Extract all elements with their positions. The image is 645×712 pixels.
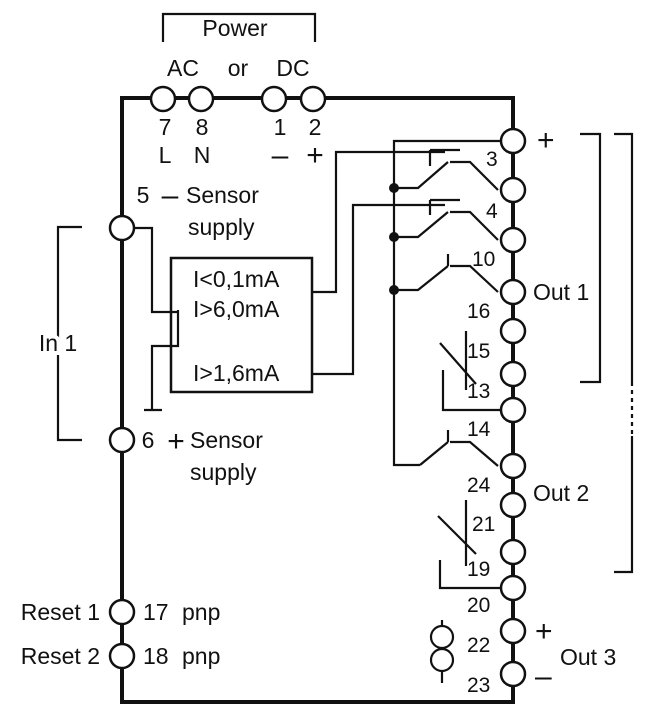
terminal-17-number: 17 bbox=[143, 599, 169, 625]
terminal-6-sign: + bbox=[167, 425, 185, 458]
label-19: 19 bbox=[467, 558, 490, 581]
pnp-1-label: pnp bbox=[182, 599, 220, 625]
terminal-13 bbox=[499, 360, 527, 388]
terminal-7-sub: L bbox=[159, 142, 172, 168]
label-14: 14 bbox=[467, 418, 491, 441]
box-wire-2 bbox=[312, 203, 445, 376]
box-wire-1 bbox=[312, 150, 445, 294]
terminal-1-number: 1 bbox=[274, 114, 287, 140]
terminal-10-16 bbox=[499, 278, 527, 306]
terminal-18 bbox=[108, 642, 136, 670]
terminal-1-sign: – bbox=[272, 139, 289, 172]
contact-24 bbox=[419, 430, 499, 467]
label-16: 16 bbox=[467, 300, 490, 323]
threshold-3: I>1,6mA bbox=[193, 360, 280, 386]
terminal-7-number: 7 bbox=[159, 114, 172, 140]
input-label: In 1 bbox=[39, 330, 77, 356]
terminal-5-number: 5 bbox=[137, 182, 150, 208]
input-bracket bbox=[56, 225, 82, 442]
terminal-6-label-2: supply bbox=[190, 459, 257, 485]
contact-3 bbox=[394, 148, 499, 191]
contact-15-13 bbox=[439, 331, 477, 390]
terminal-2-sign: + bbox=[306, 139, 324, 172]
outer-bracket-bottom bbox=[614, 436, 634, 574]
label-4: 4 bbox=[486, 200, 498, 223]
power-title: Power bbox=[202, 15, 268, 41]
label-24: 24 bbox=[467, 474, 491, 497]
sensor-wire-element bbox=[150, 310, 180, 410]
terminal-21 bbox=[499, 491, 527, 519]
terminal-23 bbox=[499, 660, 527, 688]
out3-plus-sign: + bbox=[535, 615, 553, 648]
power-or-label: or bbox=[228, 55, 249, 81]
out3-label: Out 3 bbox=[560, 644, 616, 670]
terminal-17 bbox=[108, 598, 136, 626]
label-3: 3 bbox=[486, 148, 498, 171]
terminal-5-label-1: Sensor bbox=[186, 182, 259, 208]
terminal-8-sub: N bbox=[194, 142, 211, 168]
terminal-24 bbox=[499, 452, 527, 480]
terminal-18-number: 18 bbox=[143, 643, 169, 669]
label-22: 22 bbox=[467, 634, 490, 657]
contact-4 bbox=[394, 198, 499, 241]
terminal-8 bbox=[187, 85, 215, 113]
terminal-3 bbox=[499, 176, 527, 204]
contact-20 bbox=[438, 560, 500, 590]
threshold-2: I>6,0mA bbox=[193, 296, 280, 322]
plus-top-sign: + bbox=[537, 124, 555, 157]
label-10: 10 bbox=[472, 248, 495, 271]
reset-1-label: Reset 1 bbox=[21, 599, 100, 625]
power-ac-label: AC bbox=[167, 55, 199, 81]
label-23: 23 bbox=[467, 674, 490, 697]
power-dc-label: DC bbox=[276, 55, 309, 81]
plus-bus bbox=[392, 139, 500, 467]
terminal-6-label-1: Sensor bbox=[190, 427, 263, 453]
contact-10 bbox=[394, 254, 499, 293]
sensor-wire-5 bbox=[134, 226, 178, 314]
terminal-7 bbox=[149, 85, 177, 113]
threshold-1: I<0,1mA bbox=[193, 266, 280, 292]
terminal-14 bbox=[499, 396, 527, 424]
current-source-symbol bbox=[429, 620, 455, 683]
label-13: 13 bbox=[467, 380, 490, 403]
out2-label: Out 2 bbox=[533, 480, 589, 506]
terminal-5 bbox=[108, 214, 136, 242]
outer-bracket-top bbox=[614, 132, 634, 382]
terminal-6 bbox=[108, 426, 136, 454]
terminal-15 bbox=[499, 317, 527, 345]
terminal-6-number: 6 bbox=[142, 427, 155, 453]
terminal-4 bbox=[499, 226, 527, 254]
terminal-8-number: 8 bbox=[196, 114, 209, 140]
terminal-5-sign: – bbox=[162, 179, 179, 212]
reset-2-label: Reset 2 bbox=[21, 643, 100, 669]
label-21: 21 bbox=[472, 513, 495, 536]
contact-21-19 bbox=[437, 500, 477, 566]
terminal-19 bbox=[499, 538, 527, 566]
terminal-1 bbox=[260, 85, 288, 113]
label-15: 15 bbox=[467, 340, 490, 363]
terminal-2 bbox=[299, 85, 327, 113]
pnp-2-label: pnp bbox=[182, 643, 220, 669]
out3-minus-sign: – bbox=[535, 660, 552, 693]
contact-14 bbox=[441, 370, 500, 412]
terminal-5-label-2: supply bbox=[188, 214, 255, 240]
threshold-box bbox=[169, 256, 314, 394]
device-housing bbox=[120, 96, 515, 704]
terminal-20 bbox=[499, 574, 527, 602]
terminal-22 bbox=[499, 617, 527, 645]
out1-bracket bbox=[580, 132, 602, 384]
out1-label: Out 1 bbox=[533, 279, 589, 305]
terminal-plus bbox=[499, 127, 527, 155]
terminal-2-number: 2 bbox=[309, 114, 322, 140]
power-bracket bbox=[161, 12, 317, 42]
label-20: 20 bbox=[467, 594, 490, 617]
